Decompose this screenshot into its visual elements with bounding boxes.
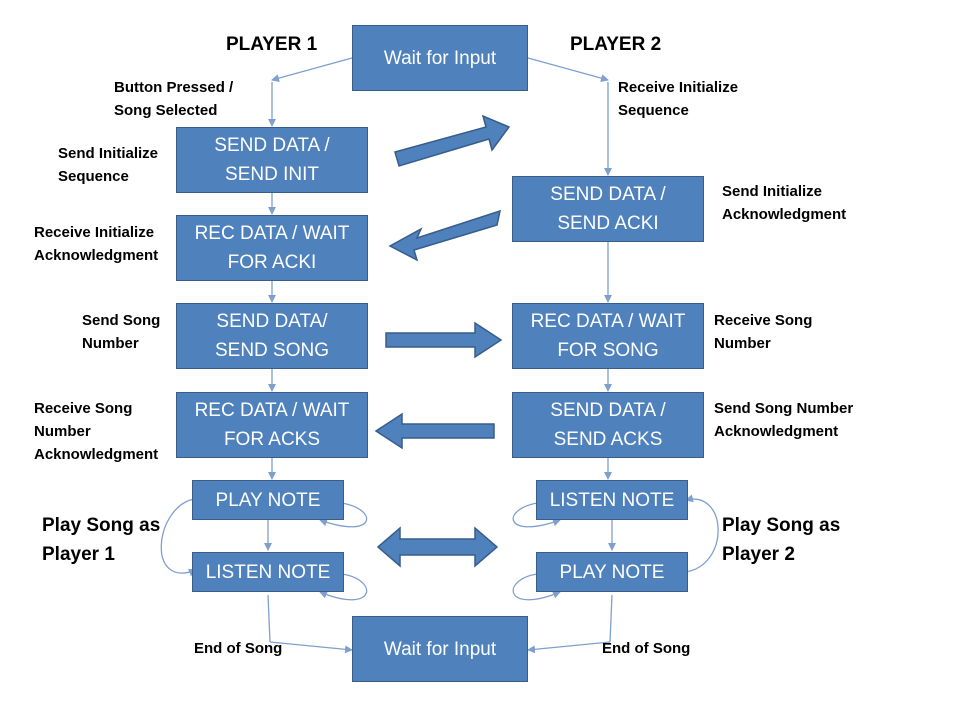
player1-header: PLAYER 1 [226, 34, 318, 55]
connector-p1-end [267, 594, 271, 643]
block-arrow-init [394, 114, 511, 167]
p2-send-acki-state: SEND DATA /SEND ACKI [512, 176, 704, 242]
label-button-pressed: Button Pressed /Song Selected [114, 79, 234, 119]
p2-send-acks-state: SEND DATA /SEND ACKS [512, 392, 704, 458]
p1-listen-note-state: LISTEN NOTE [192, 552, 344, 592]
p1-play-note-state: PLAY NOTE [192, 480, 344, 520]
player2-header: PLAYER 2 [570, 34, 662, 55]
p1-send-init-state: SEND DATA /SEND INIT [176, 127, 368, 193]
connector-p2-to-wait-bottom [527, 641, 611, 654]
wait-for-input-end: Wait for Input [352, 616, 528, 682]
loop-p2-play-self [512, 573, 561, 601]
block-arrow-acki [388, 209, 502, 262]
loop-p1-listen-self [319, 573, 368, 601]
connector-start-to-player2 [527, 57, 609, 83]
block-arrow-song [385, 321, 503, 359]
p1-send-song-state: SEND DATA/SEND SONG [176, 303, 368, 369]
connector-p2-end [609, 594, 613, 643]
loop-p2-listen-self [512, 502, 561, 528]
block-arrow-acks [374, 412, 495, 450]
connector-start-to-player1 [271, 57, 353, 83]
p2-listen-note-state: LISTEN NOTE [536, 480, 688, 520]
loop-p1-play-self [319, 502, 368, 528]
block-arrow-play [376, 526, 499, 568]
loop-p1-play [160, 498, 197, 577]
label-end-of-song-left: End of Song [194, 640, 283, 657]
p2-play-note-state: PLAY NOTE [536, 552, 688, 592]
loop-p2-play [684, 494, 719, 573]
connector-p1-to-wait-bottom [269, 641, 353, 654]
wait-for-input-start: Wait for Input [352, 25, 528, 91]
label-end-of-song-right: End of Song [602, 640, 691, 657]
